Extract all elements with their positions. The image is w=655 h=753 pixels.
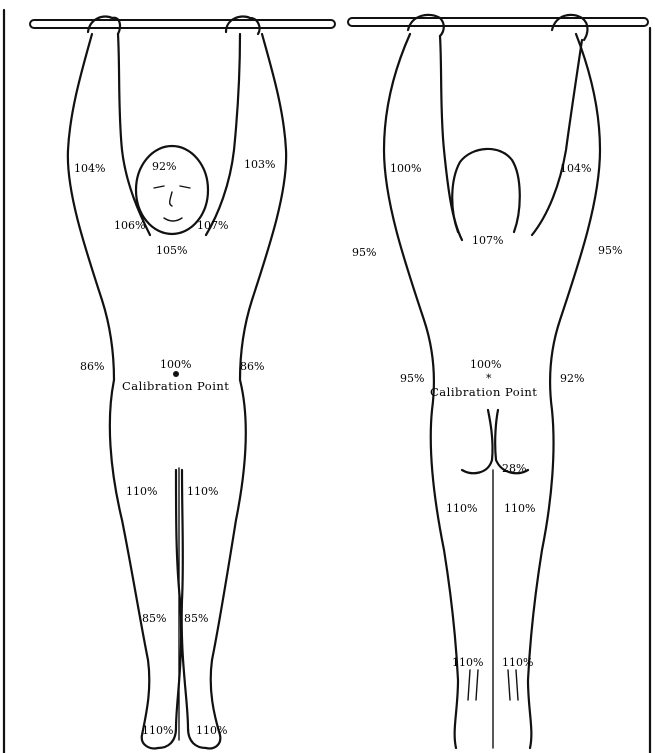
back-figure [348, 15, 648, 748]
front-center-label: 100% [160, 358, 191, 371]
front-right-inner-arm [206, 34, 240, 235]
back-waist-left-label: 95% [400, 372, 424, 385]
back-calibration-label: Calibration Point [430, 385, 537, 399]
back-upper-back-label: 107% [472, 234, 503, 247]
front-calibration-dot [173, 371, 179, 377]
front-foot-right-label: 110% [196, 724, 227, 737]
back-left-inner-arm [440, 36, 462, 240]
front-foot-left-label: 110% [142, 724, 173, 737]
front-neck-right-label: 107% [197, 219, 228, 232]
back-side-left-label: 95% [352, 246, 376, 259]
front-upper-arm-left-label: 104% [74, 162, 105, 175]
back-thigh-left-label: 110% [446, 502, 477, 515]
front-upper-arm-right-label: 103% [244, 158, 275, 171]
back-buttock-label: 28% [502, 462, 526, 475]
back-buttock-left [462, 410, 493, 473]
front-thigh-left-label: 110% [126, 485, 157, 498]
back-right-inner-arm [532, 40, 582, 235]
front-thigh-right-label: 110% [187, 485, 218, 498]
front-pullup-bar [30, 20, 335, 28]
back-head-outline [452, 149, 520, 232]
front-left-inner-arm [118, 34, 150, 235]
front-waist-right-label: 86% [240, 360, 264, 373]
front-calibration-label: Calibration Point [122, 379, 229, 393]
back-upper-arm-left-label: 100% [390, 162, 421, 175]
front-mouth-icon [164, 218, 182, 221]
back-center-label: 100% [470, 358, 501, 371]
back-center-mark: * [486, 372, 492, 385]
back-calf-left-label: 110% [452, 656, 483, 669]
front-waist-left-label: 86% [80, 360, 104, 373]
front-eyes-icon [154, 186, 190, 188]
back-thigh-right-label: 110% [504, 502, 535, 515]
front-nose-icon [170, 192, 172, 206]
front-head-label: 92% [152, 160, 176, 173]
back-upper-arm-right-label: 104% [560, 162, 591, 175]
front-shin-right-label: 85% [184, 612, 208, 625]
back-pullup-bar [348, 18, 648, 26]
front-neck-left-label: 106% [114, 219, 145, 232]
back-waist-right-label: 92% [560, 372, 584, 385]
back-side-right-label: 95% [598, 244, 622, 257]
front-chest-label: 105% [156, 244, 187, 257]
front-shin-left-label: 85% [142, 612, 166, 625]
back-calf-right-label: 110% [502, 656, 533, 669]
